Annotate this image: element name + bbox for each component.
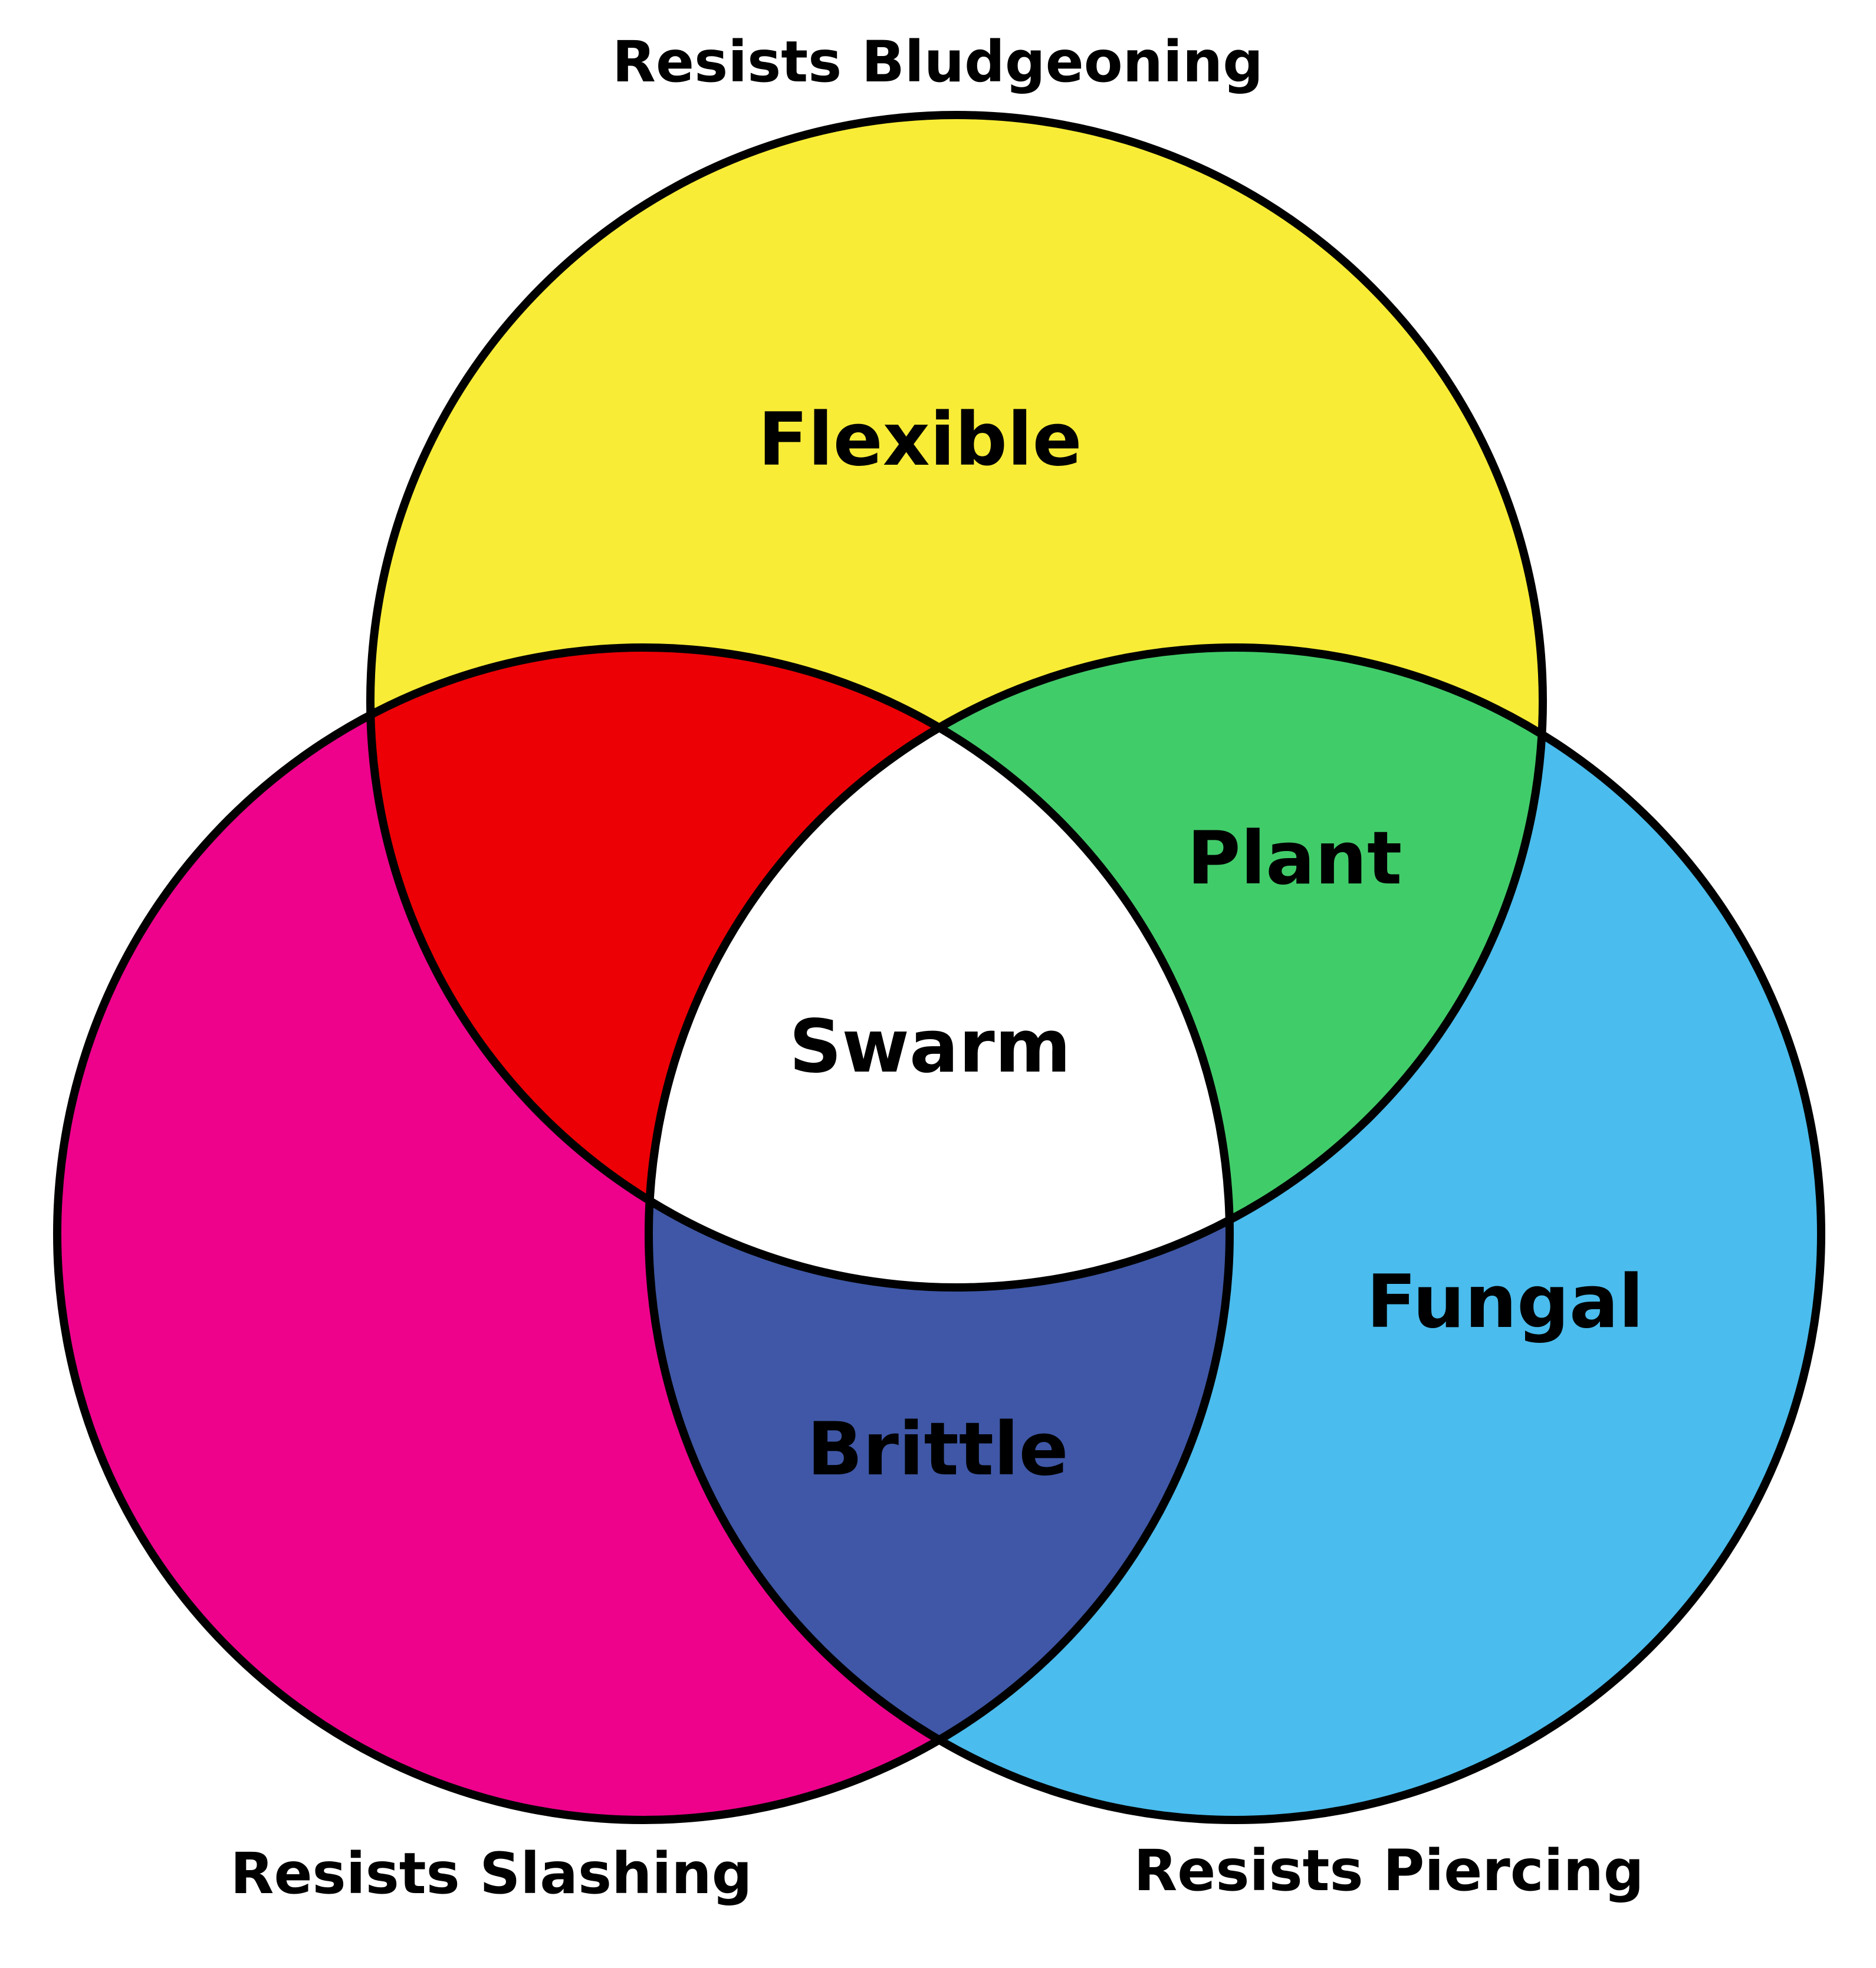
region-all-three (649, 648, 1230, 1287)
region-label-swarm: Swarm (789, 1004, 1071, 1089)
region-label-flexible: Flexible (758, 397, 1082, 482)
region-label-fungal: Fungal (1366, 1260, 1644, 1345)
circle-top-outline (366, 111, 1547, 1292)
circle-right-outline (645, 643, 1825, 1824)
set-label-left: Resists Slashing (231, 1841, 753, 1907)
circle-left-outline (53, 643, 1234, 1824)
set-label-top: Resists Bludgeoning (612, 29, 1263, 95)
region-label-plant: Plant (1187, 816, 1402, 901)
region-label-brittle: Brittle (807, 1407, 1068, 1492)
set-label-right: Resists Piercing (1134, 1838, 1644, 1904)
